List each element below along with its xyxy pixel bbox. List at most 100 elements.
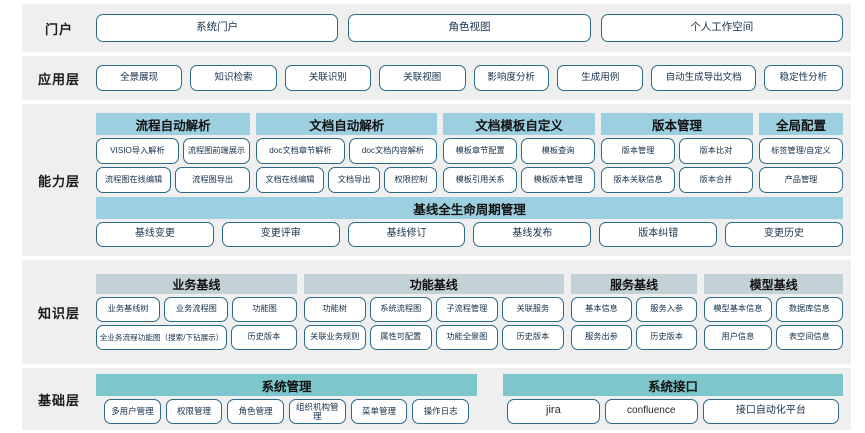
app-item-5[interactable]: 生成用例 [557, 65, 644, 91]
foundation-group-system-interface: 系统接口 jira confluence 接口自动化平台 [502, 374, 843, 424]
group-row-1: 版本关联信息 版本合并 [601, 167, 753, 193]
capability-group-global-config: 全局配置 标签管理/自定义 产品管理 [758, 113, 843, 193]
cap-item[interactable]: 版本管理 [601, 138, 675, 164]
kn-item[interactable]: 数据库信息 [775, 297, 843, 322]
kn-item[interactable]: 历史版本 [636, 325, 698, 350]
kn-item[interactable]: 关联服务 [501, 297, 564, 322]
kn-item[interactable]: 全业务流程功能图（搜索/下钻展示） [96, 325, 228, 350]
baseline-lifecycle-block: 基线全生命周期管理 基线变更 变更评审 基线修订 基线发布 版本纠错 变更历史 [96, 197, 843, 247]
kn-item[interactable]: 功能图 [232, 297, 297, 322]
app-item-7[interactable]: 稳定性分析 [763, 65, 843, 91]
cap-item[interactable]: doc文档章节解析 [256, 138, 345, 164]
app-item-6[interactable]: 自动生成导出文档 [651, 65, 756, 91]
cap-item[interactable]: 权限控制 [384, 167, 438, 193]
kn-item[interactable]: 历史版本 [501, 325, 564, 350]
group-header-function-baseline: 功能基线 [303, 274, 564, 294]
kn-item[interactable]: 系统流程图 [369, 297, 432, 322]
baseline-item[interactable]: 基线发布 [473, 222, 592, 247]
fn-item[interactable]: 角色管理 [227, 399, 284, 424]
kn-item[interactable]: 子流程管理 [435, 297, 498, 322]
cap-item[interactable]: 模板查询 [521, 138, 596, 164]
cap-item[interactable]: 流程图前端展示 [182, 138, 251, 164]
group-row-0: jira confluence 接口自动化平台 [503, 399, 843, 424]
cap-item[interactable]: 模板版本管理 [521, 167, 596, 193]
kn-item[interactable]: 关联业务规则 [303, 325, 366, 350]
kn-item[interactable]: 功能树 [303, 297, 366, 322]
cap-item[interactable]: 文档导出 [327, 167, 381, 193]
cap-item[interactable]: 版本比对 [678, 138, 753, 164]
baseline-item[interactable]: 版本纠错 [599, 222, 718, 247]
fn-item-jira[interactable]: jira [506, 399, 600, 424]
application-button-row: 全景展现 知识检索 关联识别 关联视图 影响度分析 生成用例 自动生成导出文档 … [96, 65, 843, 91]
capability-group-doc-template: 文档模板自定义 模板章节配置 模板查询 模板引用关系 模板版本管理 [443, 113, 596, 193]
kn-item[interactable]: 业务基线树 [96, 297, 161, 322]
app-item-3[interactable]: 关联视图 [379, 65, 466, 91]
capability-group-row: 流程自动解析 VISIO导入解析 流程图前端展示 流程图在线编辑 流程图导出 文… [96, 113, 843, 193]
fn-item-confluence[interactable]: confluence [604, 399, 698, 424]
cap-item[interactable]: 版本关联信息 [601, 167, 675, 193]
cap-item[interactable]: VISIO导入解析 [96, 138, 179, 164]
group-row-1: 用户信息 表空间信息 [704, 325, 843, 350]
cap-item[interactable]: 版本合并 [678, 167, 753, 193]
kn-item[interactable]: 表空间信息 [775, 325, 843, 350]
kn-item[interactable]: 用户信息 [704, 325, 772, 350]
group-row-0: 多用户管理 权限管理 角色管理 组织机构管理 菜单管理 操作日志 [96, 399, 477, 424]
kn-item[interactable]: 属性可配置 [369, 325, 432, 350]
fn-item-api-platform[interactable]: 接口自动化平台 [702, 399, 840, 424]
cap-item[interactable]: 模板章节配置 [443, 138, 518, 164]
cap-item[interactable]: 流程图在线编辑 [96, 167, 172, 193]
cap-item[interactable]: doc文档内容解析 [348, 138, 438, 164]
app-item-4[interactable]: 影响度分析 [473, 65, 550, 91]
portal-item-1[interactable]: 角色视图 [348, 14, 591, 42]
app-item-0[interactable]: 全景展现 [96, 65, 183, 91]
fn-item[interactable]: 菜单管理 [350, 399, 408, 424]
capability-group-process-parse: 流程自动解析 VISIO导入解析 流程图前端展示 流程图在线编辑 流程图导出 [96, 113, 251, 193]
baseline-item[interactable]: 变更历史 [725, 222, 843, 247]
layer-label-application: 应用层 [37, 71, 80, 87]
group-row-0: VISIO导入解析 流程图前端展示 [96, 138, 251, 164]
knowledge-group-row: 业务基线 业务基线树 业务流程图 功能图 全业务流程功能图（搜索/下钻展示） 历… [96, 274, 843, 350]
fn-item[interactable]: 多用户管理 [104, 399, 161, 424]
group-header-system-management: 系统管理 [96, 374, 477, 396]
app-item-2[interactable]: 关联识别 [284, 65, 372, 91]
kn-item[interactable]: 服务入参 [636, 297, 698, 322]
group-row-1: 服务出参 历史版本 [570, 325, 698, 350]
group-row-0: 模板章节配置 模板查询 [443, 138, 596, 164]
group-header-doc-parse: 文档自动解析 [256, 113, 438, 135]
layer-body-application: 全景展现 知识检索 关联识别 关联视图 影响度分析 生成用例 自动生成导出文档 … [96, 65, 851, 91]
group-header-process-parse: 流程自动解析 [96, 113, 251, 135]
layer-body-foundation: 系统管理 多用户管理 权限管理 角色管理 组织机构管理 菜单管理 操作日志 系统… [96, 374, 851, 424]
kn-item[interactable]: 模型基本信息 [704, 297, 772, 322]
layer-application: 应用层 全景展现 知识检索 关联识别 关联视图 影响度分析 生成用例 自动生成导… [22, 56, 851, 100]
cap-item[interactable]: 标签管理/自定义 [758, 138, 843, 164]
app-item-1[interactable]: 知识检索 [190, 65, 277, 91]
fn-item[interactable]: 组织机构管理 [288, 399, 346, 424]
kn-item[interactable]: 功能全景图 [435, 325, 498, 350]
layer-knowledge: 知识层 业务基线 业务基线树 业务流程图 功能图 全业务流程功能图（搜索/下钻展… [22, 260, 851, 364]
layer-foundation: 基础层 系统管理 多用户管理 权限管理 角色管理 组织机构管理 菜单管理 操作日… [22, 368, 851, 430]
kn-item[interactable]: 业务流程图 [164, 297, 229, 322]
group-row-0: 功能树 系统流程图 子流程管理 关联服务 [303, 297, 564, 322]
group-row-0: 标签管理/自定义 [758, 138, 843, 164]
group-header-service-baseline: 服务基线 [570, 274, 698, 294]
knowledge-group-model-baseline: 模型基线 模型基本信息 数据库信息 用户信息 表空间信息 [704, 274, 843, 350]
kn-item[interactable]: 服务出参 [570, 325, 633, 350]
portal-item-0[interactable]: 系统门户 [96, 14, 339, 42]
fn-item[interactable]: 操作日志 [412, 399, 469, 424]
baseline-item[interactable]: 基线修订 [347, 222, 466, 247]
cap-item[interactable]: 流程图导出 [175, 167, 251, 193]
baseline-item[interactable]: 基线变更 [96, 222, 214, 247]
portal-item-2[interactable]: 个人工作空间 [600, 14, 843, 42]
foundation-group-row: 系统管理 多用户管理 权限管理 角色管理 组织机构管理 菜单管理 操作日志 系统… [96, 374, 843, 424]
cap-item[interactable]: 模板引用关系 [443, 167, 518, 193]
cap-item[interactable]: 产品管理 [758, 167, 843, 193]
kn-item[interactable]: 基本信息 [570, 297, 633, 322]
group-header-global-config: 全局配置 [758, 113, 843, 135]
kn-item[interactable]: 历史版本 [231, 325, 297, 350]
cap-item[interactable]: 文档在线编辑 [256, 167, 324, 193]
fn-item[interactable]: 权限管理 [165, 399, 223, 424]
group-row-0: 模型基本信息 数据库信息 [704, 297, 843, 322]
baseline-item[interactable]: 变更评审 [221, 222, 340, 247]
group-header-doc-template: 文档模板自定义 [443, 113, 596, 135]
layer-body-capability: 流程自动解析 VISIO导入解析 流程图前端展示 流程图在线编辑 流程图导出 文… [96, 113, 851, 247]
